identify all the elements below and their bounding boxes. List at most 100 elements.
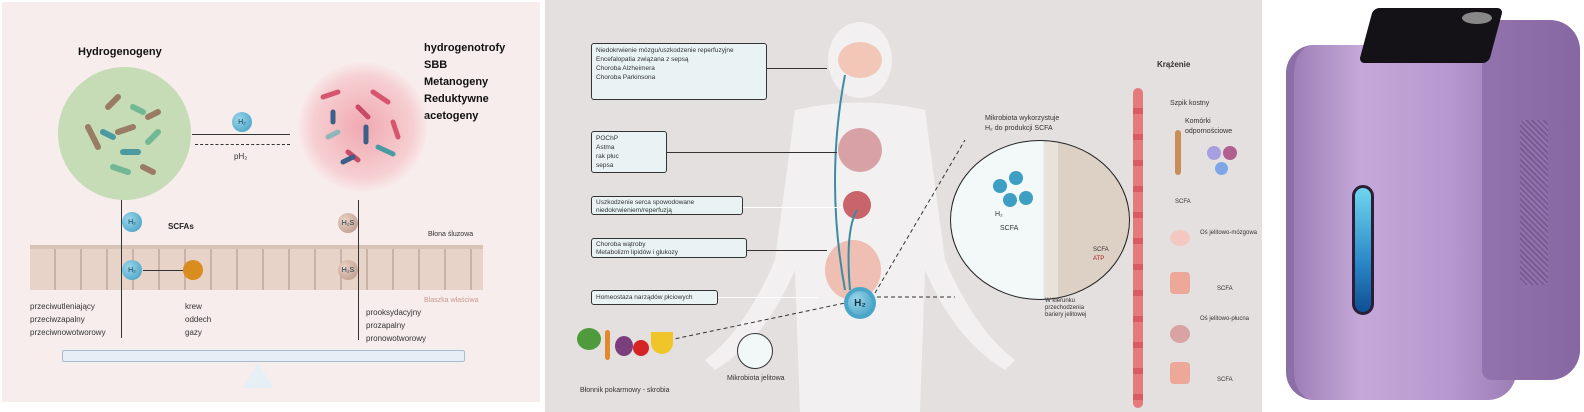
text-line: przechodzenia: [1045, 305, 1085, 311]
h2s-molecule-icon: H₂S: [338, 213, 358, 233]
hydrogenotroph-bacteria-circle: [298, 62, 428, 192]
immune-cell-icon: [1207, 146, 1221, 160]
hydrogen-generator-photo: [1262, 0, 1584, 412]
ph2-label: pH₂: [234, 152, 248, 161]
list-item: hydrogenotrofy: [424, 42, 506, 54]
immune-cell-icon: [1223, 146, 1237, 160]
list-item: pronowotworowy: [366, 334, 427, 343]
list-item: prooksydacyjny: [366, 308, 422, 317]
scfa-label: SCFA: [1217, 377, 1233, 383]
h2-transfer-arrow: [192, 134, 290, 135]
list-item: Choroba wątroby: [596, 241, 646, 248]
reproductive-homeostasis-box: Homeostaza narządów płciowych: [591, 290, 718, 305]
connector-line: [718, 297, 818, 298]
panel-background: [2, 2, 540, 402]
connector-line: [747, 250, 827, 251]
text-line: W kierunku: [1045, 298, 1076, 304]
liver-metabolism-box: Choroba wątroby Metabolizm lipidów i glu…: [591, 238, 747, 258]
scfas-label: SCFAs: [168, 222, 194, 231]
zoom-title: Mikrobiota wykorzystuje H₂ do produkcji …: [985, 114, 1059, 134]
inhibition-line: [143, 270, 183, 271]
bone-icon: [1175, 130, 1181, 175]
gut-lung-axis-label: Oś jelitowo-płucna: [1200, 316, 1250, 322]
bacteria-icon: [85, 94, 161, 175]
ph2-feedback-arrow: [195, 144, 290, 145]
text-line: odpornościowe: [1185, 128, 1233, 135]
exit-routes-list: krew oddech gazy: [185, 300, 211, 339]
zoom-h2-label: H₂: [995, 211, 1003, 218]
zoom-scfa-label: SCFA: [1093, 247, 1109, 253]
list-item: Metanogeny: [424, 76, 489, 88]
intestine-icon: [1170, 362, 1190, 384]
text-line: bariery jelitowej: [1045, 312, 1087, 318]
list-item: Choroba Parkinsona: [596, 74, 656, 81]
beneficial-effects-list: przeciwutleniający przeciwzapalny przeci…: [30, 300, 106, 339]
human-body-silhouette-icon: [654, 22, 1015, 412]
text-line: Komórki: [1185, 118, 1211, 125]
h2-molecule-icon: H₂: [848, 291, 872, 315]
list-item: przeciwutleniający: [30, 302, 95, 311]
h2-molecule-icon: H₂: [122, 212, 142, 232]
hydrogenotrophs-list: hydrogenotrofy SBB Metanogeny Reduktywne…: [424, 40, 505, 125]
list-item: przeciwzapalny: [30, 315, 85, 324]
blood-vessel: [1133, 88, 1143, 408]
hydrogenogen-bacteria-circle: [58, 67, 191, 200]
list-item: rak płuc: [596, 153, 619, 160]
water-window: [1352, 185, 1374, 315]
intestine-icon: [1170, 272, 1190, 294]
balance-fulcrum-icon: [243, 362, 273, 388]
list-item: niedokrwieniem/reperfuzją: [596, 206, 672, 214]
power-button[interactable]: [1462, 12, 1492, 24]
vent-grille: [1520, 120, 1548, 285]
list-item: Reduktywne: [424, 93, 489, 105]
list-item: gazy: [185, 328, 202, 337]
microbiota-petri-icon: [737, 333, 773, 369]
harmful-effects-list: prooksydacyjny prozapalny pronowotworowy: [366, 306, 426, 345]
list-item: sepsa: [596, 162, 614, 169]
list-item: Astma: [596, 144, 615, 151]
connector-line: [743, 207, 843, 208]
barrier-label: W kierunku przechodzenia bariery jelitow…: [1045, 298, 1086, 319]
immune-cells-label: Komórki odpornościowe: [1185, 117, 1232, 137]
hydrogenogens-title: Hydrogenogeny: [78, 46, 162, 58]
microbiota-label: Mikrobiota jelitowa: [727, 375, 785, 382]
balance-beam: [62, 350, 465, 362]
list-item: Choroba Alzheimera: [596, 65, 655, 72]
list-item: SBB: [424, 59, 448, 71]
epithelium-layer: [30, 245, 483, 290]
list-item: Metabolizm lipidów i glukozy: [596, 249, 679, 256]
h2-molecule-icon: H₂: [122, 260, 142, 280]
brain-icon: [1170, 230, 1190, 246]
heart-injury-box: Uszkodzenie serca spowodowane niedokrwie…: [591, 196, 743, 215]
list-item: POChP: [596, 135, 619, 142]
connector-line: [667, 152, 837, 153]
fruits-vegetables-icon: [575, 320, 680, 360]
gut-lumen-zoom-circle: [950, 140, 1130, 300]
list-item: krew: [185, 302, 202, 311]
lungs-icon: [1170, 325, 1190, 343]
zoom-scfa-label: SCFA: [1000, 225, 1019, 232]
text-line: H₂ do produkcji SCFA: [985, 125, 1053, 132]
list-item: oddech: [185, 315, 212, 324]
list-item: Encefalopatia związana z sepsą: [596, 56, 689, 63]
bacteria-icon: [320, 89, 401, 165]
h2s-molecule-icon: H₂S: [338, 260, 358, 280]
list-item: Homeostaza narządów płciowych: [596, 294, 693, 301]
list-item: przeciwnowotworowy: [30, 328, 106, 337]
h2-molecule-icon: H₂: [232, 112, 252, 132]
list-item: acetogeny: [424, 110, 479, 122]
list-item: Uszkodzenie serca spowodowane: [596, 199, 695, 206]
circulation-title: Krążenie: [1157, 60, 1191, 69]
hydrogen-body-effects-diagram: H₂ Niedokrwienie mózgu/uszkodzenie reper…: [545, 0, 1262, 412]
lung-diseases-box: POChP Astma rak płuc sepsa: [591, 131, 667, 173]
text-line: Mikrobiota wykorzystuje: [985, 115, 1060, 122]
left-down-arrow: [121, 200, 122, 338]
scfa-label: SCFA: [1175, 199, 1191, 205]
connector-line: [767, 68, 827, 69]
immune-cell-icon: [1215, 162, 1228, 175]
fiber-label: Błonnik pokarmowy - skrobia: [580, 387, 670, 394]
brain-diseases-box: Niedokrwienie mózgu/uszkodzenie reperfuz…: [591, 43, 767, 100]
target-enzyme-icon: [183, 260, 203, 280]
bone-marrow-label: Szpik kostny: [1170, 100, 1210, 107]
hydrogen-balance-diagram: Hydrogenogeny hydrogenotrofy SBB Metanog…: [0, 0, 545, 412]
